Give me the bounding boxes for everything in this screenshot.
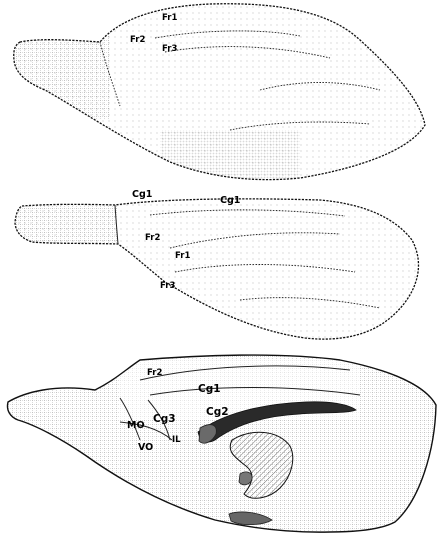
middle-label-cg1-right: Cg1: [220, 195, 240, 206]
top-brain-section: Fr1 Fr2 Fr3: [0, 0, 439, 190]
middle-label-cg1-left: Cg1: [132, 189, 152, 200]
top-label-fr1: Fr1: [162, 13, 177, 23]
middle-brain-section: Cg1 Cg1 Fr2 Fr1 Fr3: [0, 189, 439, 345]
shaded-nucleus-middle: [239, 472, 252, 485]
bottom-section-fill: [0, 350, 439, 541]
middle-label-fr2: Fr2: [145, 233, 160, 243]
top-label-fr3: Fr3: [162, 44, 177, 54]
bottom-label-mo: MO: [127, 420, 145, 431]
bottom-label-vo: VO: [138, 442, 153, 453]
middle-label-fr1: Fr1: [175, 251, 190, 261]
bottom-brain-section: Fr2 Cg1 MO Cg3 Cg2 VO IL: [0, 350, 439, 541]
middle-label-fr3: Fr3: [160, 281, 175, 291]
bottom-label-cg2: Cg2: [206, 406, 229, 418]
top-label-fr2: Fr2: [130, 35, 145, 45]
middle-section-fill: [0, 195, 439, 345]
bottom-label-fr2: Fr2: [147, 368, 162, 378]
top-section-fill: [0, 0, 439, 190]
bottom-label-il: IL: [172, 435, 181, 445]
bottom-label-cg1: Cg1: [198, 383, 221, 395]
bottom-label-cg3: Cg3: [153, 413, 176, 425]
